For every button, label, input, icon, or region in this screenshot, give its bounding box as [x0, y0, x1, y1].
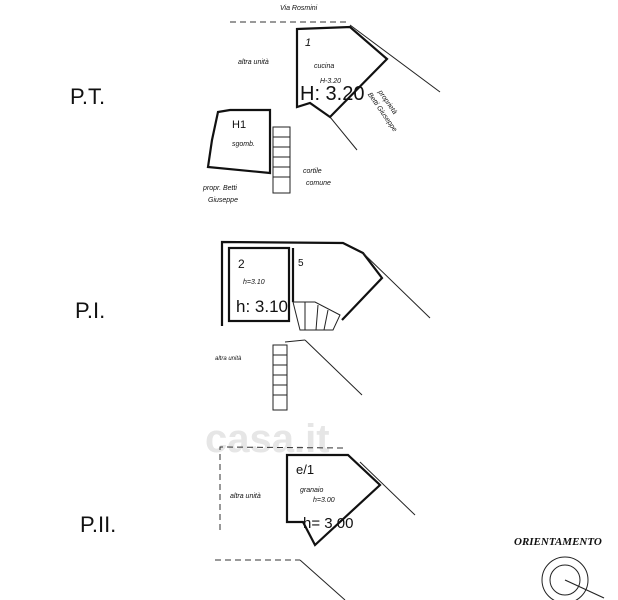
room-kitchen-height-small: H-3.20	[320, 78, 341, 85]
neighbor-unit-label: altra unità	[230, 493, 261, 500]
boundary-line	[284, 339, 306, 343]
room-5-number: 5	[298, 258, 304, 269]
second-floor-plan: P.II. e/1 granaio h=3.00 h= 3.00 altra u…	[80, 446, 416, 600]
boundary-line	[349, 24, 441, 93]
floor-label-pi: P.I.	[75, 298, 105, 323]
boundary-line	[299, 559, 346, 600]
room-kitchen-height: H: 3.20	[300, 83, 364, 105]
room-storage	[206, 108, 272, 175]
north-arrow-icon	[564, 579, 605, 599]
room-storage-name: sgomb.	[232, 141, 255, 148]
outer-wall	[220, 240, 384, 326]
ground-floor-plan: P.T. Via Rosmini 1 altra unità cucina H-…	[70, 5, 441, 204]
floor-label-pt: P.T.	[70, 84, 105, 109]
room-granaio	[285, 453, 382, 547]
room-2-height-small: h=3.10	[243, 279, 265, 286]
outer-boundary	[219, 446, 344, 530]
room-height: h= 3.00	[303, 515, 353, 532]
street-label: Via Rosmini	[280, 5, 318, 12]
orientation-label: ORIENTAMENTO	[514, 536, 602, 548]
room-kitchen-name: cucina	[314, 63, 334, 70]
staircase	[272, 126, 291, 194]
watermark: casa.it	[205, 417, 330, 461]
floor-label-pii: P.II.	[80, 512, 116, 537]
internal-staircase	[292, 301, 341, 331]
owner-label-1: propr. Betti	[202, 185, 237, 192]
courtyard-label-2: comune	[306, 180, 331, 187]
orientation-compass: ORIENTAMENTO	[514, 536, 605, 600]
room-kitchen-number: 1	[305, 37, 311, 49]
boundary-line	[329, 116, 358, 151]
courtyard-label-1: cortile	[303, 168, 322, 175]
room-2-number: 2	[238, 257, 245, 271]
neighbor-unit-label: altra unità	[215, 356, 242, 362]
room-storage-number: H1	[232, 119, 246, 131]
neighbor-unit-label: altra unità	[238, 59, 269, 66]
boundary-line	[359, 461, 416, 516]
owner-label-2: Giuseppe	[208, 197, 238, 204]
staircase	[272, 344, 288, 411]
room-height-small: h=3.00	[313, 497, 335, 504]
boundary-line	[362, 252, 431, 319]
boundary-line	[304, 339, 363, 396]
first-floor-plan: P.I. 2 h=3.10 h: 3.10 5 altra unità	[75, 240, 431, 411]
room-number: e/1	[296, 462, 314, 477]
room-2-height: h: 3.10	[236, 297, 288, 316]
room-name: granaio	[300, 487, 323, 494]
room-2	[227, 246, 291, 323]
room-kitchen	[295, 25, 389, 119]
